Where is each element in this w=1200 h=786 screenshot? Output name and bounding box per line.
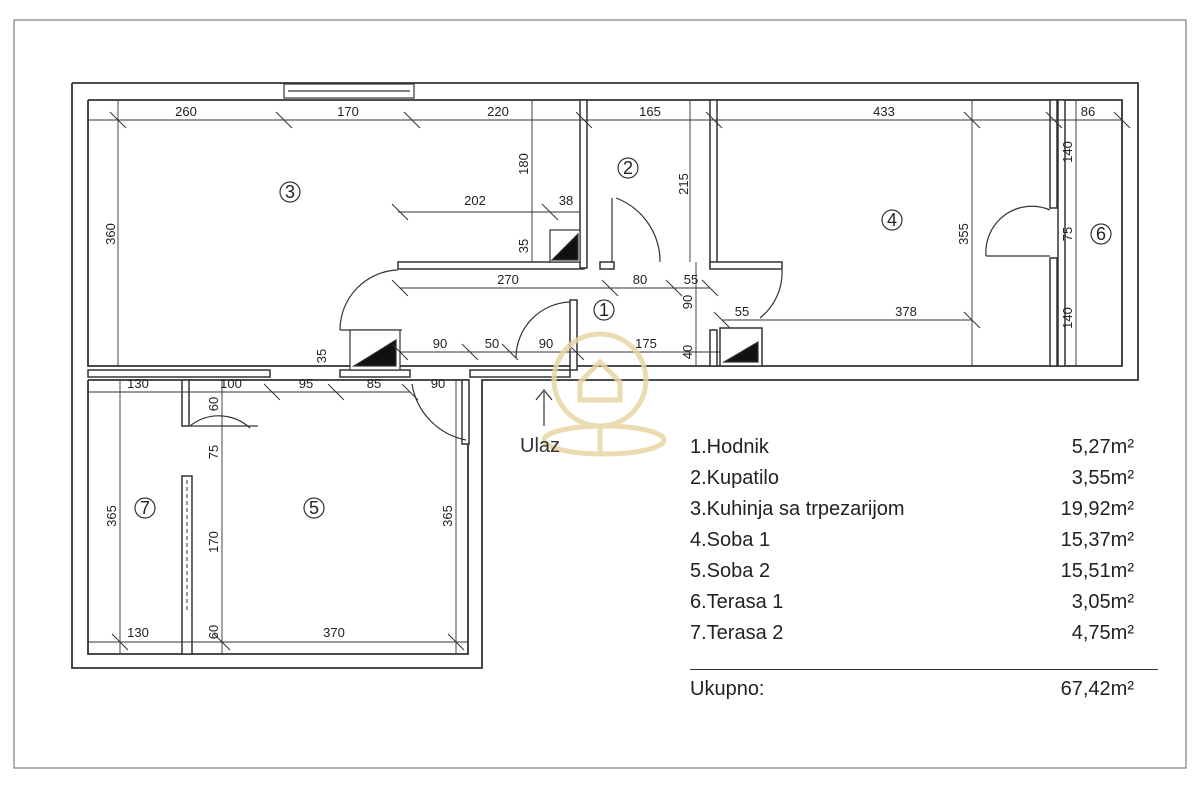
room-number-3: 3 xyxy=(285,182,295,202)
dim-v-355: 355 xyxy=(956,223,971,245)
legend-room-area: 3,05m² xyxy=(1071,591,1134,613)
dim-h-95: 95 xyxy=(299,376,313,391)
dimension-labels: 260 170 220 165 433 86 202 38 270 80 55 … xyxy=(127,104,1095,640)
legend-room-name: 6.Terasa 1 xyxy=(690,591,784,613)
room-number-labels: 1 2 3 4 5 6 7 xyxy=(140,158,1106,518)
dim-h-270: 270 xyxy=(497,272,519,287)
entrance-arrow-icon xyxy=(535,389,553,426)
dim-v-60a: 60 xyxy=(206,397,221,411)
room-number-1: 1 xyxy=(599,300,609,320)
vertical-dimension-labels: 360 180 35 215 90 40 355 140 75 140 35 6… xyxy=(103,141,1075,639)
legend-room-area: 4,75m² xyxy=(1071,622,1134,644)
room-marker-7 xyxy=(134,497,156,519)
dim-top-220: 220 xyxy=(487,104,509,119)
legend-room-area: 15,37m² xyxy=(1060,529,1134,551)
dim-bot-370: 370 xyxy=(323,625,345,640)
area-legend: 1.Hodnik 5,27m² 2.Kupatilo 3,55m² 3.Kuhi… xyxy=(690,432,1160,701)
outer-walls xyxy=(71,82,1139,669)
dim-v-90: 90 xyxy=(680,295,695,309)
room-number-5: 5 xyxy=(309,498,319,518)
legend-divider xyxy=(690,669,1158,670)
room-marker-3 xyxy=(279,181,301,203)
room-number-markers xyxy=(134,157,1112,519)
dim-top-260: 260 xyxy=(175,104,197,119)
window-top xyxy=(283,83,415,99)
dim-v-60b: 60 xyxy=(206,625,221,639)
dim-h-50: 50 xyxy=(485,336,499,351)
dim-v-35a: 35 xyxy=(516,239,531,253)
legend-row: 3.Kuhinja sa trpezarijom 19,92m² xyxy=(690,494,1160,525)
dim-top-170: 170 xyxy=(337,104,359,119)
dim-right-365: 365 xyxy=(440,505,455,527)
dim-bot-130: 130 xyxy=(127,625,149,640)
legend-room-area: 15,51m² xyxy=(1060,560,1134,582)
dim-v-75a: 75 xyxy=(1060,227,1075,241)
shafts xyxy=(349,229,759,371)
legend-row: 4.Soba 1 15,37m² xyxy=(690,525,1160,556)
legend-room-name: 4.Soba 1 xyxy=(690,529,771,551)
legend-row: 6.Terasa 1 3,05m² xyxy=(690,587,1160,618)
legend-total-value: 67,42m² xyxy=(1060,678,1134,700)
room-number-2: 2 xyxy=(623,158,633,178)
dim-h-100: 100 xyxy=(220,376,242,391)
legend-room-area: 5,27m² xyxy=(1071,436,1134,458)
legend-row: 2.Kupatilo 3,55m² xyxy=(690,463,1160,494)
room-marker-2 xyxy=(617,157,639,179)
legend-room-area: 3,55m² xyxy=(1071,467,1134,489)
door-swings xyxy=(189,197,1051,441)
dim-h-378: 378 xyxy=(895,304,917,319)
dim-top-86: 86 xyxy=(1081,104,1095,119)
entrance-label: Ulaz xyxy=(520,435,560,457)
dim-top-165: 165 xyxy=(639,104,661,119)
dim-h-55b: 55 xyxy=(735,304,749,319)
dim-v-75b: 75 xyxy=(206,445,221,459)
dimension-ticks xyxy=(109,111,1131,651)
room-marker-6 xyxy=(1090,223,1112,245)
room-number-7: 7 xyxy=(140,498,150,518)
dimension-lines xyxy=(88,100,1122,654)
legend-row: 5.Soba 2 15,51m² xyxy=(690,556,1160,587)
room-marker-5 xyxy=(303,497,325,519)
legend-room-name: 5.Soba 2 xyxy=(690,560,771,582)
dim-v-180: 180 xyxy=(516,153,531,175)
room-marker-4 xyxy=(881,209,903,231)
sheet-frame xyxy=(13,19,1187,769)
dim-h-85: 85 xyxy=(367,376,381,391)
legend-room-name: 7.Terasa 2 xyxy=(690,622,784,644)
dim-h-175: 175 xyxy=(635,336,657,351)
dim-v-170: 170 xyxy=(206,531,221,553)
dim-h-90b: 90 xyxy=(539,336,553,351)
dim-top-433: 433 xyxy=(873,104,895,119)
dim-h-90a: 90 xyxy=(433,336,447,351)
dim-h-80: 80 xyxy=(633,272,647,287)
watermark-logo xyxy=(541,331,667,457)
dim-v-40: 40 xyxy=(680,345,695,359)
dim-h-90c: 90 xyxy=(431,376,445,391)
legend-row: 7.Terasa 2 4,75m² xyxy=(690,618,1160,649)
dim-v-140a: 140 xyxy=(1060,141,1075,163)
dim-h-202: 202 xyxy=(464,193,486,208)
legend-room-name: 2.Kupatilo xyxy=(690,467,779,489)
legend-room-name: 3.Kuhinja sa trpezarijom xyxy=(690,498,905,520)
dim-h-130a: 130 xyxy=(127,376,149,391)
dim-h-38: 38 xyxy=(559,193,573,208)
dim-left-365: 365 xyxy=(104,505,119,527)
legend-room-name: 1.Hodnik xyxy=(690,436,769,458)
dim-left-360: 360 xyxy=(103,223,118,245)
legend-total-row: Ukupno: 67,42m² xyxy=(690,678,1160,701)
legend-row: 1.Hodnik 5,27m² xyxy=(690,432,1160,463)
legend-total-label: Ukupno: xyxy=(690,678,765,700)
dim-v-215: 215 xyxy=(676,173,691,195)
dim-h-55a: 55 xyxy=(684,272,698,287)
dim-v-140b: 140 xyxy=(1060,307,1075,329)
room-number-6: 6 xyxy=(1096,224,1106,244)
room-marker-1 xyxy=(593,299,615,321)
dim-v-35b: 35 xyxy=(314,349,329,363)
legend-room-area: 19,92m² xyxy=(1060,498,1134,520)
room-number-4: 4 xyxy=(887,210,897,230)
